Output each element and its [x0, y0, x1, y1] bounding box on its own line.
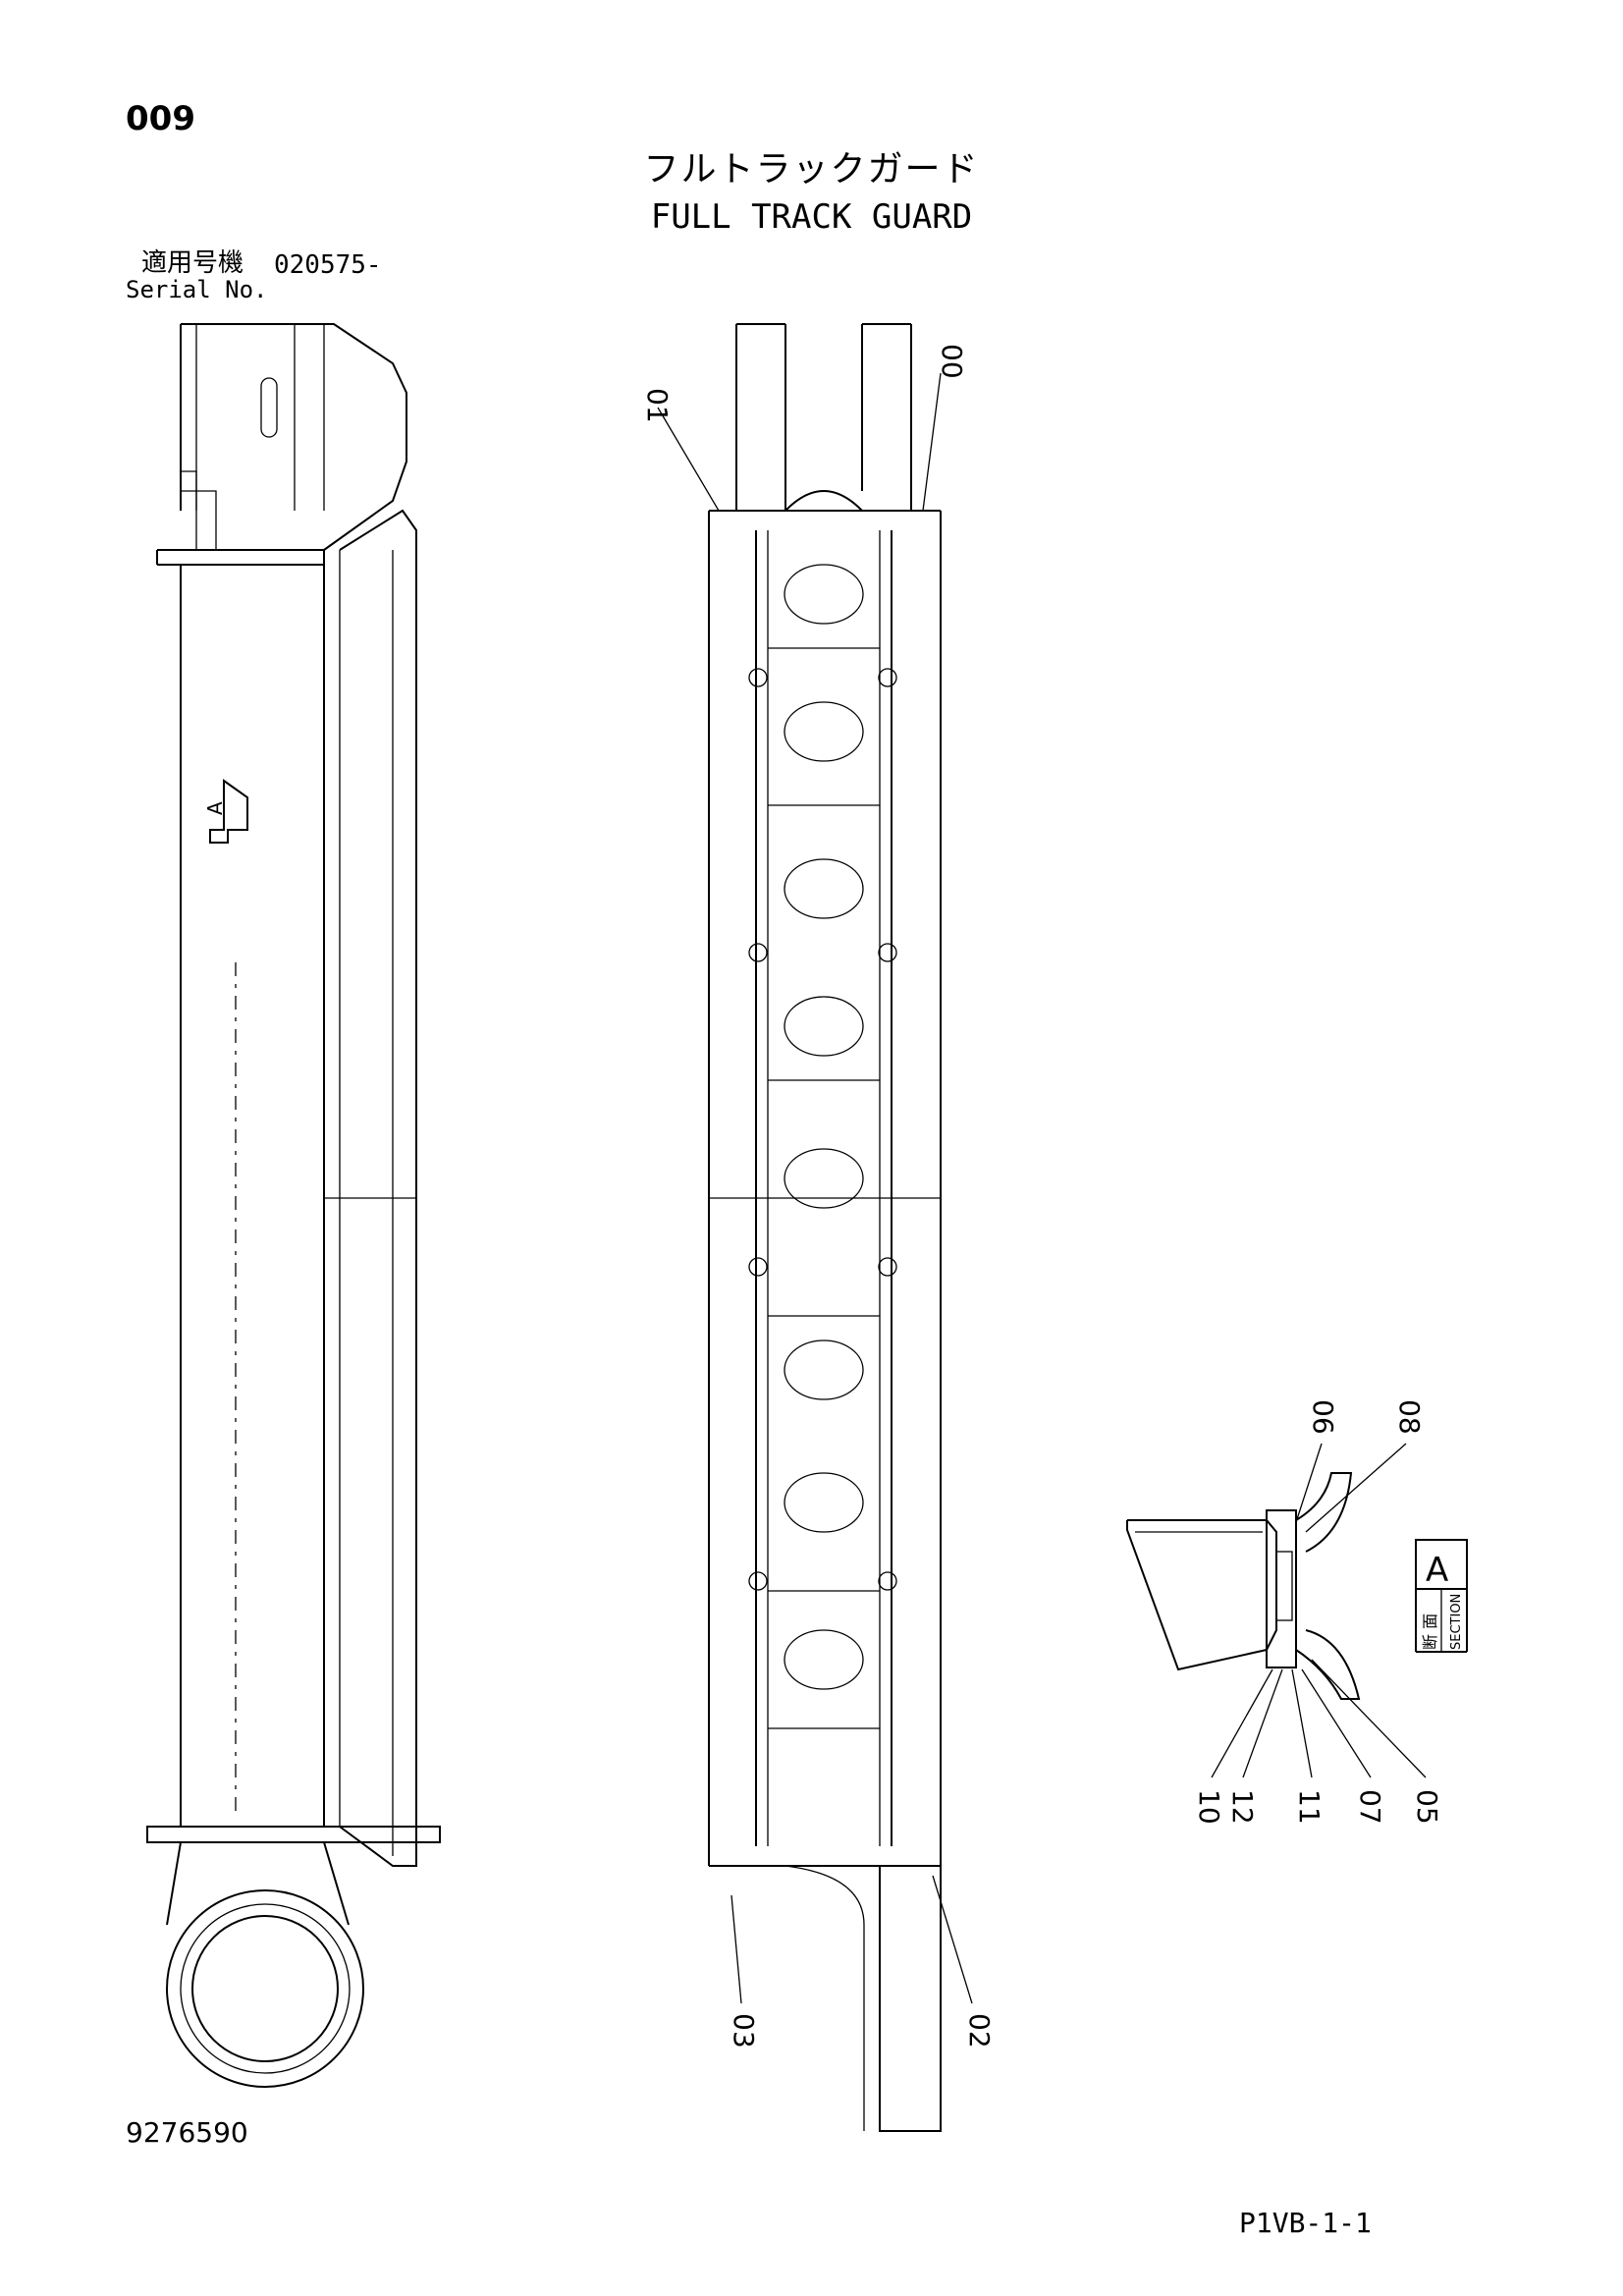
- serial-number-value: 020575-: [274, 250, 382, 280]
- side-view-arrow-label: A: [203, 801, 227, 815]
- section-label-japanese: 断 面: [1421, 1613, 1439, 1650]
- drawing-number: 9276590: [126, 2116, 248, 2149]
- page-code: P1VB-1-1: [1239, 2207, 1372, 2239]
- callout-10: 10: [1193, 1789, 1225, 1825]
- serial-label-english: Serial No.: [126, 276, 268, 303]
- page-number: 009: [126, 99, 195, 138]
- callout-02: 02: [963, 2013, 996, 2049]
- section-letter: A: [1426, 1551, 1448, 1590]
- page-title-english: FULL TRACK GUARD: [650, 197, 973, 237]
- callout-05: 05: [1411, 1789, 1443, 1825]
- callout-00: 00: [936, 344, 968, 379]
- section-label-english: SECTION: [1449, 1594, 1464, 1650]
- callout-12: 12: [1226, 1789, 1259, 1825]
- page-title-japanese: フルトラックガード: [643, 149, 980, 190]
- serial-label-japanese: 適用号機: [141, 248, 244, 278]
- callout-leaders: [657, 372, 1427, 2004]
- callout-03: 03: [728, 2013, 760, 2049]
- callout-08: 08: [1393, 1399, 1426, 1435]
- callout-06: 06: [1307, 1399, 1339, 1435]
- callout-07: 07: [1354, 1789, 1386, 1825]
- callout-01: 01: [641, 388, 674, 423]
- section-a-drawing: [1126, 1472, 1468, 1700]
- callout-11: 11: [1293, 1789, 1325, 1825]
- side-view-drawing: [146, 323, 441, 2088]
- top-view-drawing: [708, 323, 942, 2132]
